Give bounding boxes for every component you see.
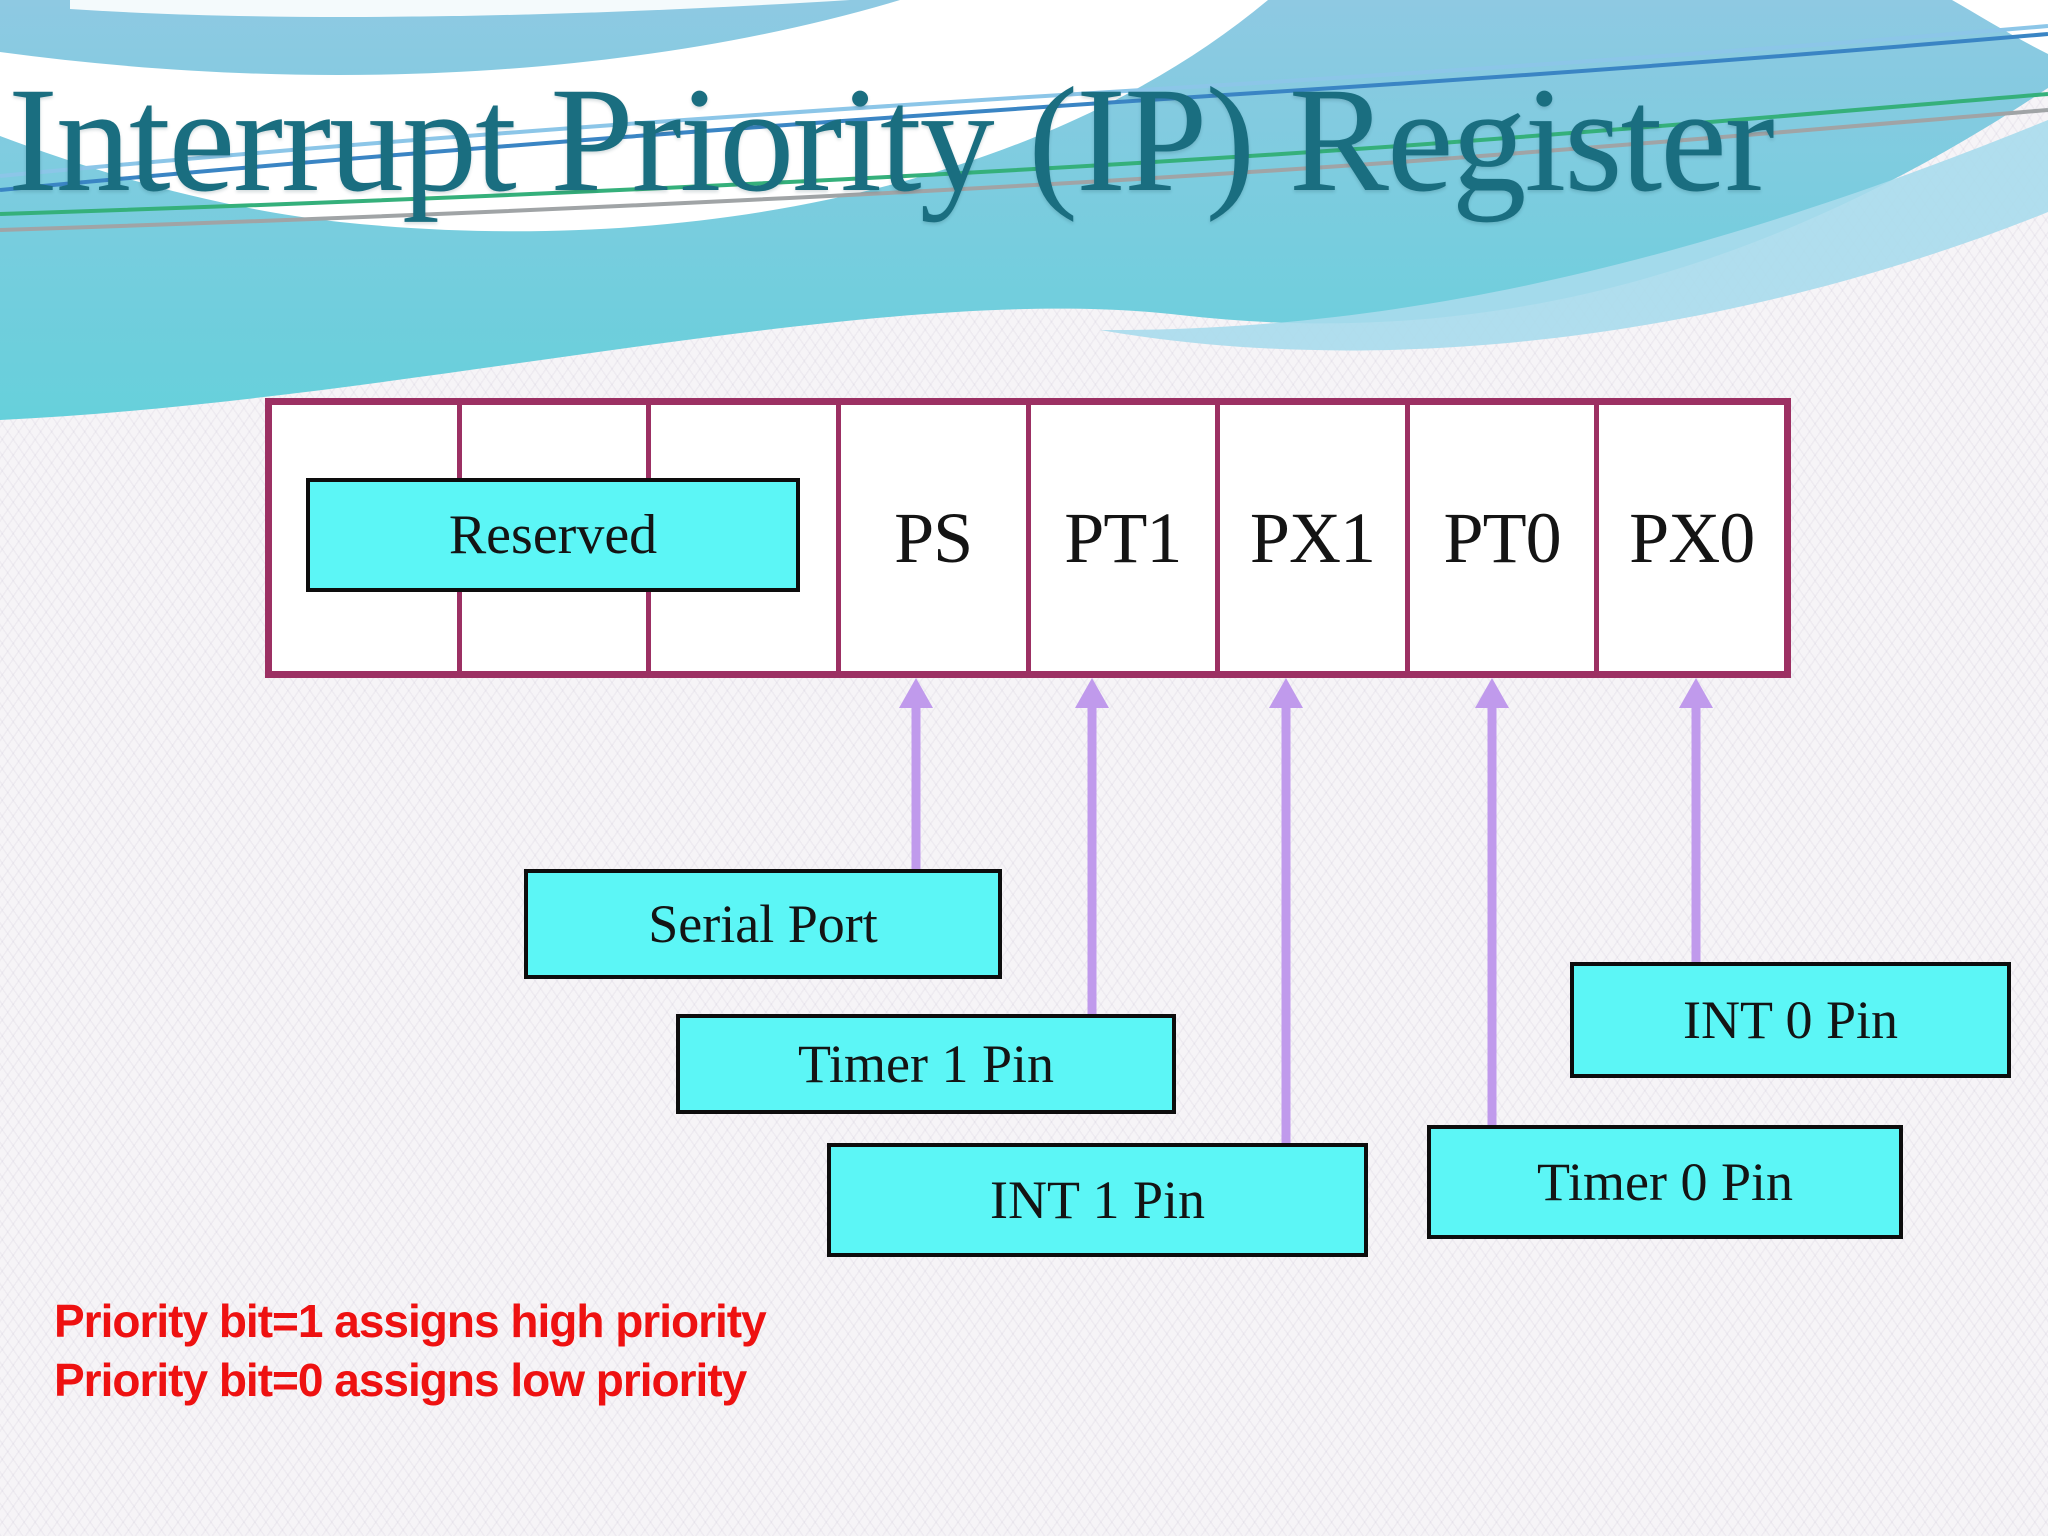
register-cell-px1: PX1 bbox=[1220, 405, 1410, 671]
priority-note-line2: Priority bit=0 assigns low priority bbox=[54, 1354, 747, 1406]
wave-white-topleft-sliver bbox=[70, 0, 850, 17]
callout-timer1-pin: Timer 1 Pin bbox=[676, 1014, 1176, 1114]
callout-timer0-pin: Timer 0 Pin bbox=[1427, 1125, 1903, 1239]
arrow-pt0 bbox=[1475, 678, 1509, 1125]
arrow-px1 bbox=[1269, 678, 1303, 1143]
arrow-ps bbox=[899, 678, 933, 869]
callout-serial-port: Serial Port bbox=[524, 869, 1002, 979]
register-cell-pt0: PT0 bbox=[1409, 405, 1600, 671]
reserved-label: Reserved bbox=[448, 504, 658, 566]
callout-int0-pin-label: INT 0 Pin bbox=[1682, 990, 1899, 1050]
wave-white-topright-corner bbox=[1952, 0, 2048, 54]
register-cell-pt1: PT1 bbox=[1030, 405, 1221, 671]
callout-int1-pin-label: INT 1 Pin bbox=[989, 1170, 1206, 1230]
arrow-pt1 bbox=[1075, 678, 1109, 1014]
priority-notes: Priority bit=1 assigns high priority Pri… bbox=[54, 1292, 767, 1410]
callout-timer1-pin-label: Timer 1 Pin bbox=[797, 1034, 1055, 1094]
register-cell-px0: PX0 bbox=[1599, 405, 1784, 671]
priority-note-line1: Priority bit=1 assigns high priority bbox=[54, 1295, 767, 1347]
arrow-px0 bbox=[1679, 678, 1713, 962]
register-cell-ps: PS bbox=[840, 405, 1031, 671]
reserved-label-box: Reserved bbox=[306, 478, 800, 592]
slide-title: Interrupt Priority (IP) Register bbox=[8, 57, 1775, 223]
callout-int0-pin: INT 0 Pin bbox=[1570, 962, 2011, 1078]
callout-int1-pin: INT 1 Pin bbox=[827, 1143, 1368, 1257]
callout-serial-port-label: Serial Port bbox=[648, 894, 878, 954]
callout-timer0-pin-label: Timer 0 Pin bbox=[1536, 1152, 1794, 1212]
